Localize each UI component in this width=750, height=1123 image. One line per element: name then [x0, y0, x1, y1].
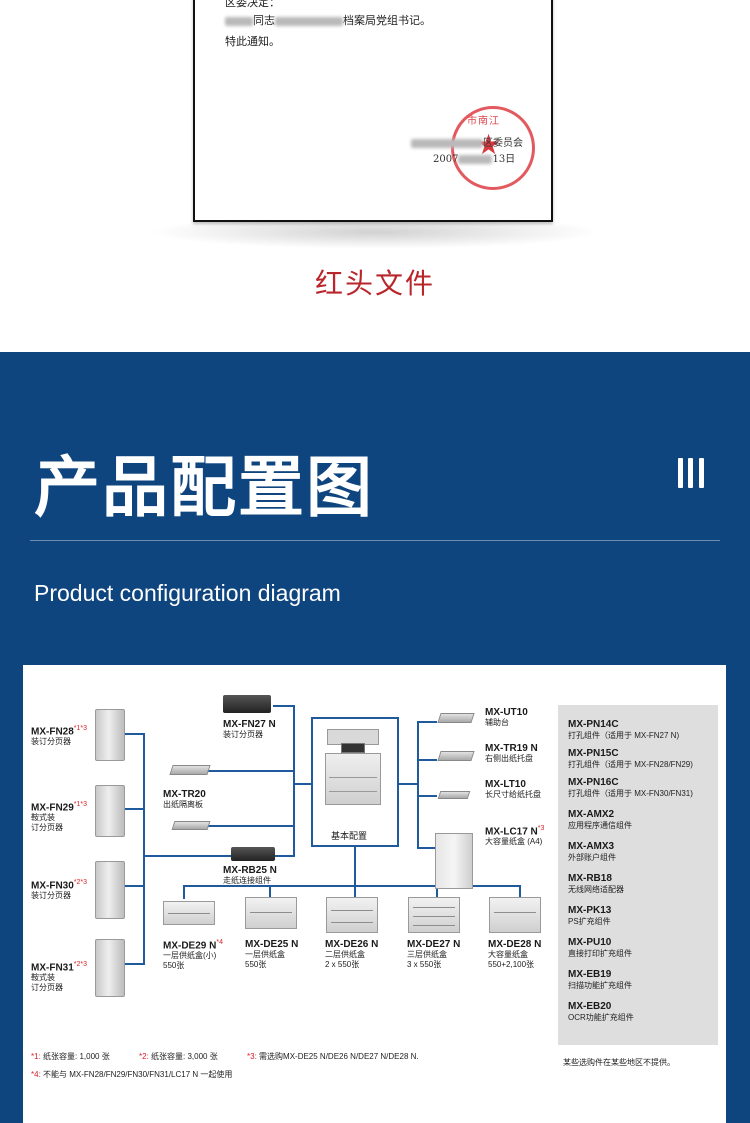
- redacted-text: [275, 16, 343, 26]
- option-pn15c: MX-PN15C 打孔组件（适用于 MX-FN28/FN29): [568, 748, 693, 769]
- right-unit-label-lc17: MX-LC17 N*3 大容量纸盒 (A4): [485, 825, 545, 847]
- tr20-label: MX-TR20 出纸隔离板: [163, 789, 206, 809]
- region-note: 某些选购件在某些地区不提供。: [563, 1058, 675, 1067]
- connector: [417, 759, 437, 761]
- connector: [354, 847, 356, 887]
- vertical-bars-icon: [676, 458, 706, 488]
- bottom-unit-label-de29: MX-DE29 N*4 一层供纸盒(小) 550张: [163, 939, 223, 971]
- connector: [519, 885, 521, 899]
- bottom-unit-label-de25: MX-DE25 N 一层供纸盒 550张: [245, 939, 299, 969]
- finisher-label-fn31: MX-FN31*2*3 鞍式装 订分页器: [31, 961, 88, 993]
- document-line-3: 特此通知。: [225, 35, 280, 48]
- option-rb18: MX-RB18 无线网络适配器: [568, 873, 624, 894]
- connector: [183, 885, 521, 887]
- official-seal: [451, 106, 535, 190]
- finisher-label-fn28: MX-FN28*1*3 装订分页器: [31, 725, 88, 747]
- option-amx3: MX-AMX3 外部账户组件: [568, 841, 616, 862]
- de26-image: [326, 897, 378, 933]
- connector: [143, 733, 145, 965]
- connector: [436, 885, 438, 899]
- copier-image: [323, 727, 383, 807]
- redacted-date: [458, 155, 493, 164]
- tr19-image: [437, 751, 475, 761]
- base-configuration-label: 基本配置: [331, 831, 368, 841]
- footnote-1: *1: 纸张容量: 1,000 张: [31, 1052, 110, 1061]
- footnote-3: *3: 需选购MX-DE25 N/DE26 N/DE27 N/DE28 N.: [247, 1052, 419, 1061]
- finisher-fn28-image: [95, 709, 125, 761]
- footnote-2: *2: 纸张容量: 3,000 张: [139, 1052, 218, 1061]
- option-eb20: MX-EB20 OCR功能扩充组件: [568, 1001, 634, 1022]
- fn27-label: MX-FN27 N 装订分页器: [223, 719, 276, 739]
- connector: [143, 855, 293, 857]
- bottom-unit-label-de27: MX-DE27 N 三层供纸盒 3 x 550张: [407, 939, 461, 969]
- document-caption: 红头文件: [314, 267, 435, 300]
- redacted-name: [225, 16, 253, 26]
- rb25-image: [231, 847, 275, 861]
- tray-image: [171, 821, 211, 830]
- rb25-label: MX-RB25 N 走纸连接组件: [223, 865, 277, 885]
- connector: [125, 808, 145, 810]
- connector: [205, 770, 295, 772]
- connector: [183, 885, 185, 899]
- connector: [417, 847, 437, 849]
- right-unit-label-lt10: MX-LT10 长尺寸给纸托盘: [485, 779, 541, 799]
- option-pk13: MX-PK13 PS扩充组件: [568, 905, 612, 926]
- section-title: 产品配置图: [34, 449, 374, 526]
- finisher-label-fn29: MX-FN29*1*3 鞍式装 订分页器: [31, 801, 88, 833]
- option-pn16c: MX-PN16C 打孔组件（适用于 MX-FN30/FN31): [568, 777, 693, 798]
- right-unit-label-ut10: MX-UT10 辅助台: [485, 707, 528, 727]
- signature-org: 区委员会: [411, 134, 523, 149]
- connector: [205, 825, 295, 827]
- footnote-4: *4: 不能与 MX-FN28/FN29/FN30/FN31/LC17 N 一起…: [31, 1070, 233, 1079]
- redacted-org: [411, 139, 483, 148]
- section-subtitle: Product configuration diagram: [34, 580, 341, 606]
- right-unit-label-tr19: MX-TR19 N 右侧出纸托盘: [485, 743, 538, 763]
- bottom-unit-label-de28: MX-DE28 N 大容量纸盒 550+2,100张: [488, 939, 542, 969]
- connector: [125, 885, 145, 887]
- finisher-fn29-image: [95, 785, 125, 837]
- de29-image: [163, 901, 215, 925]
- de27-image: [408, 897, 460, 933]
- connector: [293, 783, 311, 785]
- finisher-fn31-image: [95, 939, 125, 997]
- option-amx2: MX-AMX2 应用程序通信组件: [568, 809, 632, 830]
- option-eb19: MX-EB19 扫描功能扩充组件: [568, 969, 632, 990]
- option-pn14c: MX-PN14C 打孔组件（适用于 MX-FN27 N): [568, 719, 680, 740]
- connector: [417, 795, 437, 797]
- connector: [273, 705, 295, 707]
- lt10-image: [437, 791, 471, 799]
- section-divider: [30, 540, 720, 541]
- connector: [399, 783, 419, 785]
- connector: [354, 885, 356, 899]
- finisher-label-fn30: MX-FN30*2*3 装订分页器: [31, 879, 88, 901]
- bottom-unit-label-de26: MX-DE26 N 二层供纸盒 2 x 550张: [325, 939, 379, 969]
- connector: [417, 721, 437, 723]
- de28-image: [489, 897, 541, 933]
- document-line-2: 同志档案局党组书记。: [225, 12, 431, 28]
- configuration-diagram: MX-FN28*1*3 装订分页器 MX-FN29*1*3 鞍式装 订分页器 M…: [23, 665, 726, 1123]
- seal-text: 市南江: [467, 116, 500, 127]
- connector: [125, 733, 145, 735]
- option-pu10: MX-PU10 直接打印扩充组件: [568, 937, 632, 958]
- de25-image: [245, 897, 297, 929]
- document-line-1: 区委决定：: [225, 0, 280, 9]
- lc17-image: [435, 833, 473, 889]
- connector: [417, 721, 419, 849]
- options-panel: MX-PN14C 打孔组件（适用于 MX-FN27 N) MX-PN15C 打孔…: [558, 705, 718, 1045]
- tray-tr20-image: [169, 765, 211, 775]
- connector: [293, 705, 295, 857]
- finisher-fn30-image: [95, 861, 125, 919]
- connector: [269, 885, 271, 899]
- finisher-fn27-image: [223, 695, 271, 713]
- ut10-image: [437, 713, 475, 723]
- connector: [125, 963, 145, 965]
- product-config-section: 产品配置图 Product configuration diagram: [0, 352, 750, 1123]
